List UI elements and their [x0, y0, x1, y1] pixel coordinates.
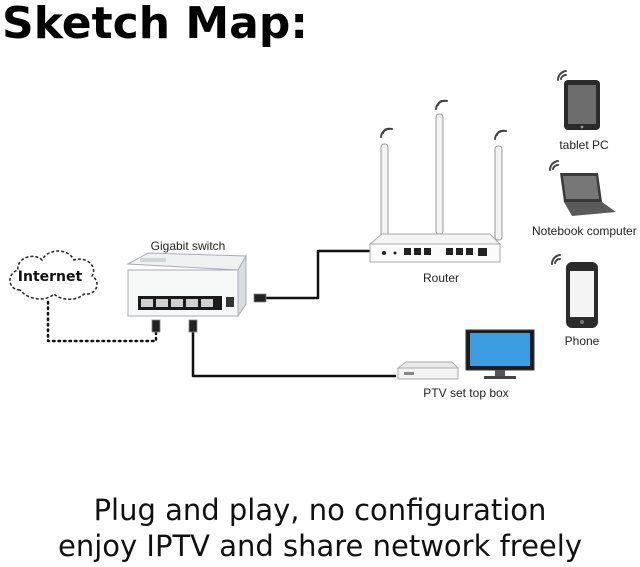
switch-label: Gigabit switch	[151, 239, 226, 253]
tv-monitor	[465, 329, 535, 379]
wifi-icon	[548, 160, 559, 171]
wifi-icon	[380, 99, 507, 140]
tablet-label: tablet PC	[559, 138, 609, 152]
phone-device: Phone	[550, 254, 600, 348]
tagline-line-1: Plug and play, no configuration	[93, 493, 547, 527]
internet-cloud: Internet	[9, 250, 98, 300]
internet-label: Internet	[18, 269, 83, 285]
switch-router-cable	[263, 249, 372, 300]
gigabit-switch: Gigabit switch	[126, 239, 267, 333]
notebook-label: Notebook computer	[532, 224, 637, 238]
notebook-device: Notebook computer	[532, 160, 637, 238]
router-label: Router	[423, 271, 459, 285]
switch-settop-cable	[191, 328, 397, 378]
phone-label: Phone	[565, 334, 600, 348]
internet-cable	[46, 300, 158, 343]
tagline-line-2: enjoy IPTV and share network freely	[58, 529, 582, 563]
wifi-icon	[556, 70, 567, 81]
wifi-icon	[550, 254, 561, 265]
tablet-device: tablet PC	[556, 70, 609, 152]
settop-label: PTV set top box	[423, 386, 508, 400]
cables	[46, 249, 397, 378]
router: Router	[368, 99, 507, 285]
network-diagram: Internet Gigabit switch	[9, 70, 637, 400]
set-top-box: PTV set top box	[396, 361, 509, 400]
page-title: Sketch Map:	[2, 0, 308, 49]
